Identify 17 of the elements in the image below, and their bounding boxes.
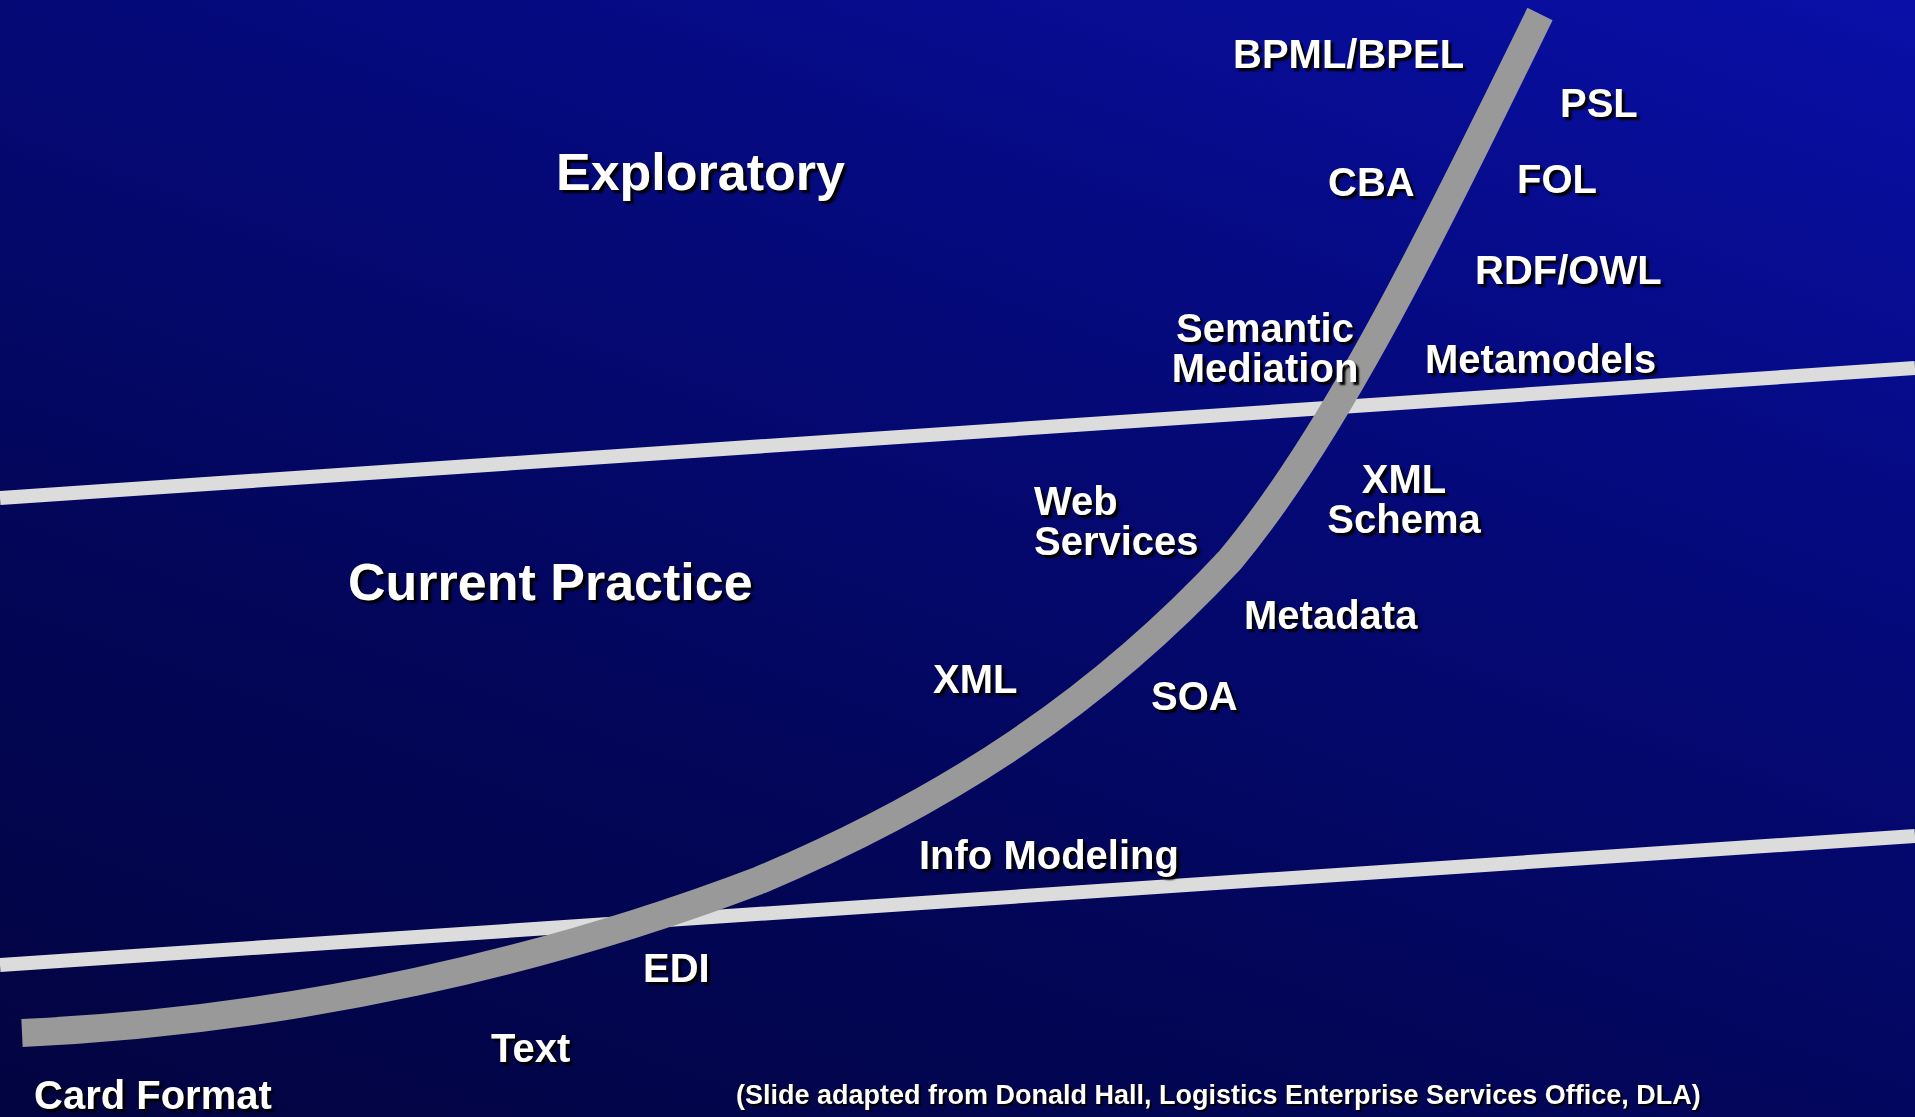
technology-label: EDI (643, 948, 710, 988)
technology-label: SOA (1151, 676, 1238, 716)
technology-label: Text (491, 1028, 571, 1068)
technology-label: Web Services (1034, 481, 1200, 561)
technology-label: XML (933, 659, 1018, 699)
technology-label: Info Modeling (919, 835, 1179, 875)
technology-label: FOL (1517, 159, 1597, 199)
zone-heading: Current Practice (348, 556, 753, 608)
technology-label: CBA (1328, 162, 1415, 202)
technology-label: XML Schema (1326, 459, 1482, 539)
technology-label: Card Format (34, 1075, 272, 1115)
source-note: (Slide adapted from Donald Hall, Logistics Enterprise Services Office, DLA) (736, 1080, 1701, 1111)
technology-label: BPML/BPEL (1233, 34, 1465, 74)
technology-label: Metamodels (1425, 339, 1657, 379)
technology-label: PSL (1560, 83, 1638, 123)
technology-label: RDF/OWL (1475, 250, 1662, 290)
technology-label: Metadata (1244, 595, 1418, 635)
